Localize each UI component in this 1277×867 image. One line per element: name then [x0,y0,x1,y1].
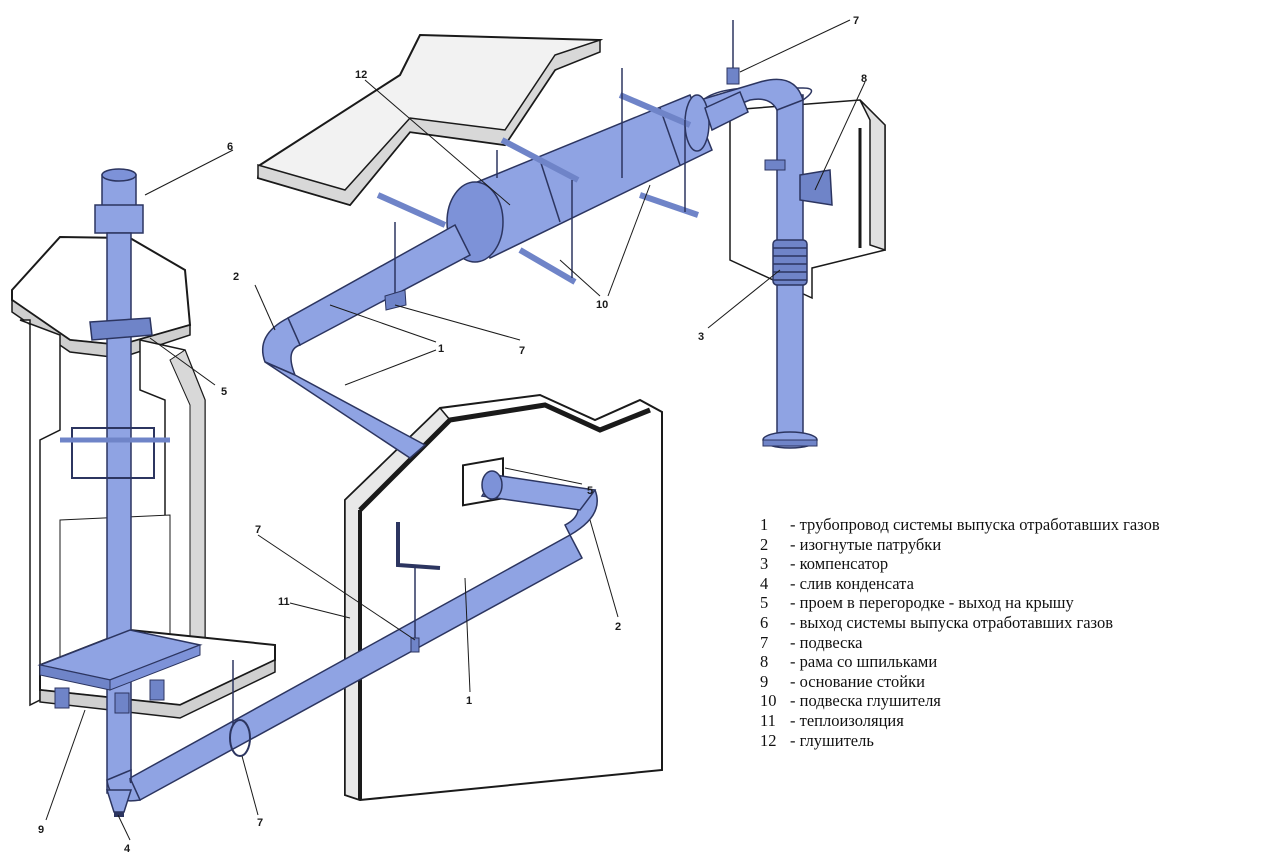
legend-item-text: - подвеска глушителя [790,691,941,711]
legend-item: 7 - подвеска [760,633,1160,653]
callout-7-top: 7 [853,15,859,27]
callout-5-left: 5 [221,386,227,398]
callout-9: 9 [38,824,44,836]
legend-item: 12 - глушитель [760,731,1160,751]
legend-item-number: 8 [760,652,769,672]
legend-item-text: - теплоизоляция [790,710,904,730]
legend-item-number: 1 [760,515,769,534]
callout-4: 4 [124,843,131,855]
legend-item-text: - трубопровод системы выпуска отработавш… [790,515,1160,534]
legend-item-number: 10 [760,691,777,711]
ceiling-slab [256,33,604,207]
callout-5-right: 5 [587,485,593,497]
legend-item-text: - подвеска [790,632,863,652]
callout-labels: 6 12 7 8 2 1 7 10 3 5 5 7 11 1 2 9 4 7 [38,15,867,855]
muffler-hangers [496,68,699,285]
legend-item-number: 9 [760,671,769,691]
muffler [446,68,749,285]
legend-item-text: - основание стойки [790,671,925,691]
legend-item: 8 - рама со шпильками [760,652,1160,672]
legend: 1 - трубопровод системы выпуска отработав… [760,515,1160,750]
legend-item-text: - выход системы выпуска отработавших газ… [790,612,1114,632]
legend-item-number: 6 [760,612,769,632]
callout-7-wall: 7 [255,524,261,536]
callout-2-upper: 2 [233,271,239,283]
legend-item: 9 - основание стойки [760,672,1160,692]
legend-item: 5 - проем в перегородке - выход на крышу [760,593,1160,613]
compensator [772,239,808,286]
legend-item-number: 3 [760,554,769,574]
lower-pipe-run [129,470,598,802]
legend-item-number: 7 [760,632,769,652]
legend-item: 10 - подвеска глушителя [760,691,1160,711]
callout-11: 11 [278,596,290,608]
legend-item-text: - проем в перегородке - выход на крышу [790,593,1074,613]
callout-8: 8 [861,73,867,85]
legend-item-text: - глушитель [790,730,874,750]
callout-7-bottom: 7 [257,817,263,829]
legend-item: 3 - компенсатор [760,554,1160,574]
legend-item: 11 - теплоизоляция [760,711,1160,731]
legend-item-number: 5 [760,593,769,613]
callout-1-lower: 1 [466,695,472,707]
legend-item-text: - изогнутые патрубки [790,534,942,554]
legend-item-text: - слив конденсата [790,573,914,593]
left-exhaust-stack [37,168,203,817]
callout-3: 3 [698,331,704,343]
callout-12: 12 [355,69,367,81]
callout-6: 6 [227,141,233,153]
legend-item: 2 - изогнутые патрубки [760,535,1160,555]
callout-1-upper: 1 [438,343,444,355]
legend-item-number: 4 [760,573,769,593]
legend-item: 4 - слив конденсата [760,574,1160,594]
legend-item-number: 12 [760,730,777,750]
legend-item-number: 11 [760,710,776,730]
legend-item-text: - компенсатор [790,554,889,574]
legend-item: 1 - трубопровод системы выпуска отработав… [760,515,1160,535]
upper-pipe-run [261,192,471,459]
legend-item: 6 - выход системы выпуска отработавших га… [760,613,1160,633]
legend-item-number: 2 [760,534,769,554]
callout-10: 10 [596,299,608,311]
callout-7-mid: 7 [519,345,525,357]
leader-lines [45,19,866,841]
callout-2-lower: 2 [615,621,621,633]
legend-item-text: - рама со шпильками [790,652,938,672]
